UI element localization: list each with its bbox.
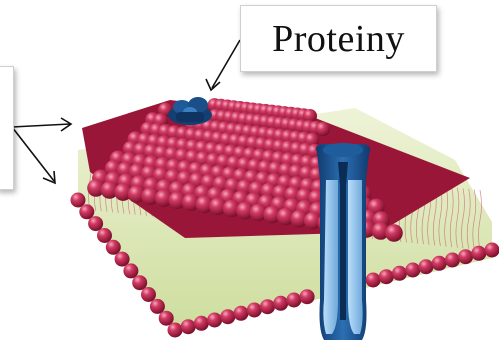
- lipid-label-box: [0, 66, 14, 190]
- lipid-head: [316, 122, 330, 136]
- lipid-head: [273, 296, 288, 311]
- lipid-head: [379, 269, 394, 284]
- lipid-head: [432, 256, 447, 271]
- lipid-head: [88, 216, 103, 231]
- lipid-head: [485, 243, 499, 258]
- lipid-head: [366, 273, 381, 288]
- lipid-head: [181, 319, 196, 334]
- arrow-to-top-protein: [206, 40, 240, 90]
- lipid-head: [419, 259, 434, 274]
- lipid-head: [220, 309, 235, 324]
- lipid-head: [260, 299, 275, 314]
- protein-label-box: Proteiny: [240, 5, 437, 72]
- lipid-head: [194, 316, 209, 331]
- lipid-head: [458, 249, 473, 264]
- lipid-head: [385, 224, 403, 242]
- lipid-head: [471, 246, 486, 261]
- arrows-to-layers: [12, 118, 71, 183]
- lipid-head: [392, 266, 407, 281]
- lipid-head: [207, 313, 222, 328]
- lipid-head: [300, 289, 315, 304]
- lipid-head: [234, 306, 249, 321]
- lipid-head: [286, 293, 301, 308]
- lipid-head: [247, 303, 262, 318]
- protein-label: Proteiny: [272, 17, 405, 61]
- lipid-head: [445, 253, 460, 268]
- transmembrane-protein: [316, 143, 370, 340]
- lipid-head: [168, 323, 183, 338]
- lipid-head: [141, 287, 156, 302]
- lipid-head: [405, 263, 420, 278]
